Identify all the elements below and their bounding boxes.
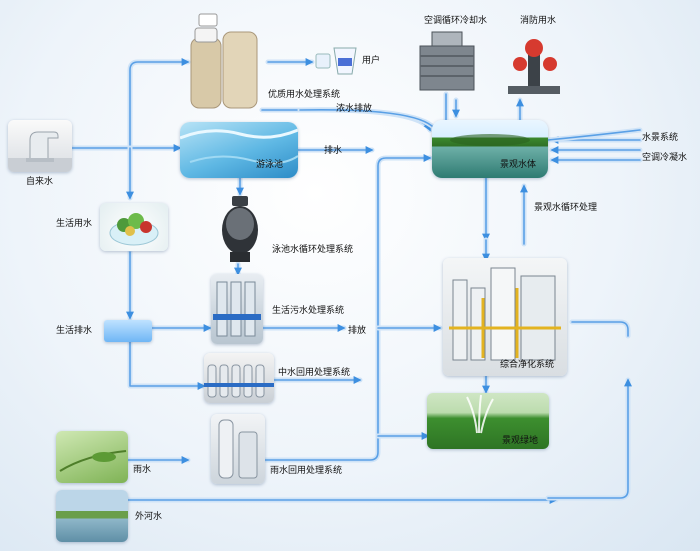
fire-hydrant-image <box>498 34 570 98</box>
rain-label: 雨水 <box>133 465 152 475</box>
flow-pipe <box>571 321 629 337</box>
pool-wave-icon <box>180 128 298 165</box>
pipe-glow <box>545 377 631 501</box>
landscape-circ-label: 景观水循环处理 <box>534 203 598 213</box>
leaf-icon <box>59 450 127 472</box>
pool-label: 游泳池 <box>256 160 284 170</box>
sewage-equipment-icon <box>213 281 261 337</box>
sand-filter-icon <box>222 196 258 262</box>
sand-filter-image <box>216 194 264 264</box>
pipe-glow <box>569 319 631 339</box>
quality-water-system-label: 优质用水处理系统 <box>268 90 341 100</box>
tap-water-label: 自来水 <box>26 177 54 187</box>
domestic-drain-tank <box>104 320 152 342</box>
tap-water-image <box>8 120 72 172</box>
sewage-system-image <box>211 274 263 344</box>
cup-icon <box>315 47 357 75</box>
concentrate-discharge-label: 浓水排放 <box>336 104 373 114</box>
faucet-icon <box>8 131 72 172</box>
cooling-water-label: 空调循环冷却水 <box>424 16 488 26</box>
lake-icon <box>450 134 530 146</box>
landscape-water-label: 景观水体 <box>500 160 537 170</box>
landscape-system-label: 水景系统 <box>642 133 679 143</box>
flow-pipe <box>129 58 190 149</box>
landscape-green-image <box>427 393 549 449</box>
rainwater-system-label: 雨水回用处理系统 <box>270 466 343 476</box>
domestic-water-label: 生活用水 <box>56 219 93 229</box>
user-cup-image <box>314 44 360 76</box>
purification-equipment-icon <box>449 267 561 361</box>
flow-pipe <box>129 341 206 390</box>
vegetables-icon <box>109 213 159 246</box>
ac-condensate-label: 空调冷凝水 <box>642 153 688 163</box>
integrated-purification-image <box>443 258 567 376</box>
pool-image <box>180 122 298 178</box>
sprinkler-icon <box>466 394 494 434</box>
reclaimed-system-image <box>204 353 274 403</box>
cooling-tower-icon <box>419 31 475 91</box>
rainwater-system-image <box>211 414 265 484</box>
rainwater-equipment-icon <box>218 419 258 479</box>
domestic-water-image <box>100 203 168 251</box>
cooling-tower-image <box>414 30 480 92</box>
flow-pipe <box>299 109 433 127</box>
flow-pipe <box>547 378 632 499</box>
fire-hydrant-icon <box>508 39 560 94</box>
reclaimed-system-label: 中水回用处理系统 <box>278 368 351 378</box>
landscape-green-label: 景观绿地 <box>502 436 539 446</box>
river-label: 外河水 <box>135 512 163 522</box>
softener-tanks <box>187 10 267 110</box>
flow-pipe <box>547 129 641 141</box>
flow-pipe <box>264 154 432 461</box>
landscape-water-image <box>432 120 548 178</box>
domestic-sewage-system-label: 生活污水处理系统 <box>272 306 345 316</box>
pipe-glow <box>127 339 207 389</box>
river-image <box>56 490 128 542</box>
user-label: 用户 <box>362 56 381 66</box>
integrated-purification-label: 综合净化系统 <box>500 360 555 370</box>
drain-label: 排水 <box>324 146 343 156</box>
discharge-label: 排放 <box>348 326 367 336</box>
softener-icon <box>190 13 258 109</box>
pool-circ-system-label: 泳池水循环处理系统 <box>272 245 354 255</box>
rain-image <box>56 431 128 483</box>
reclaimed-equipment-icon <box>204 364 274 398</box>
domestic-drain-label: 生活排水 <box>56 326 93 336</box>
fire-water-label: 消防用水 <box>520 16 557 26</box>
